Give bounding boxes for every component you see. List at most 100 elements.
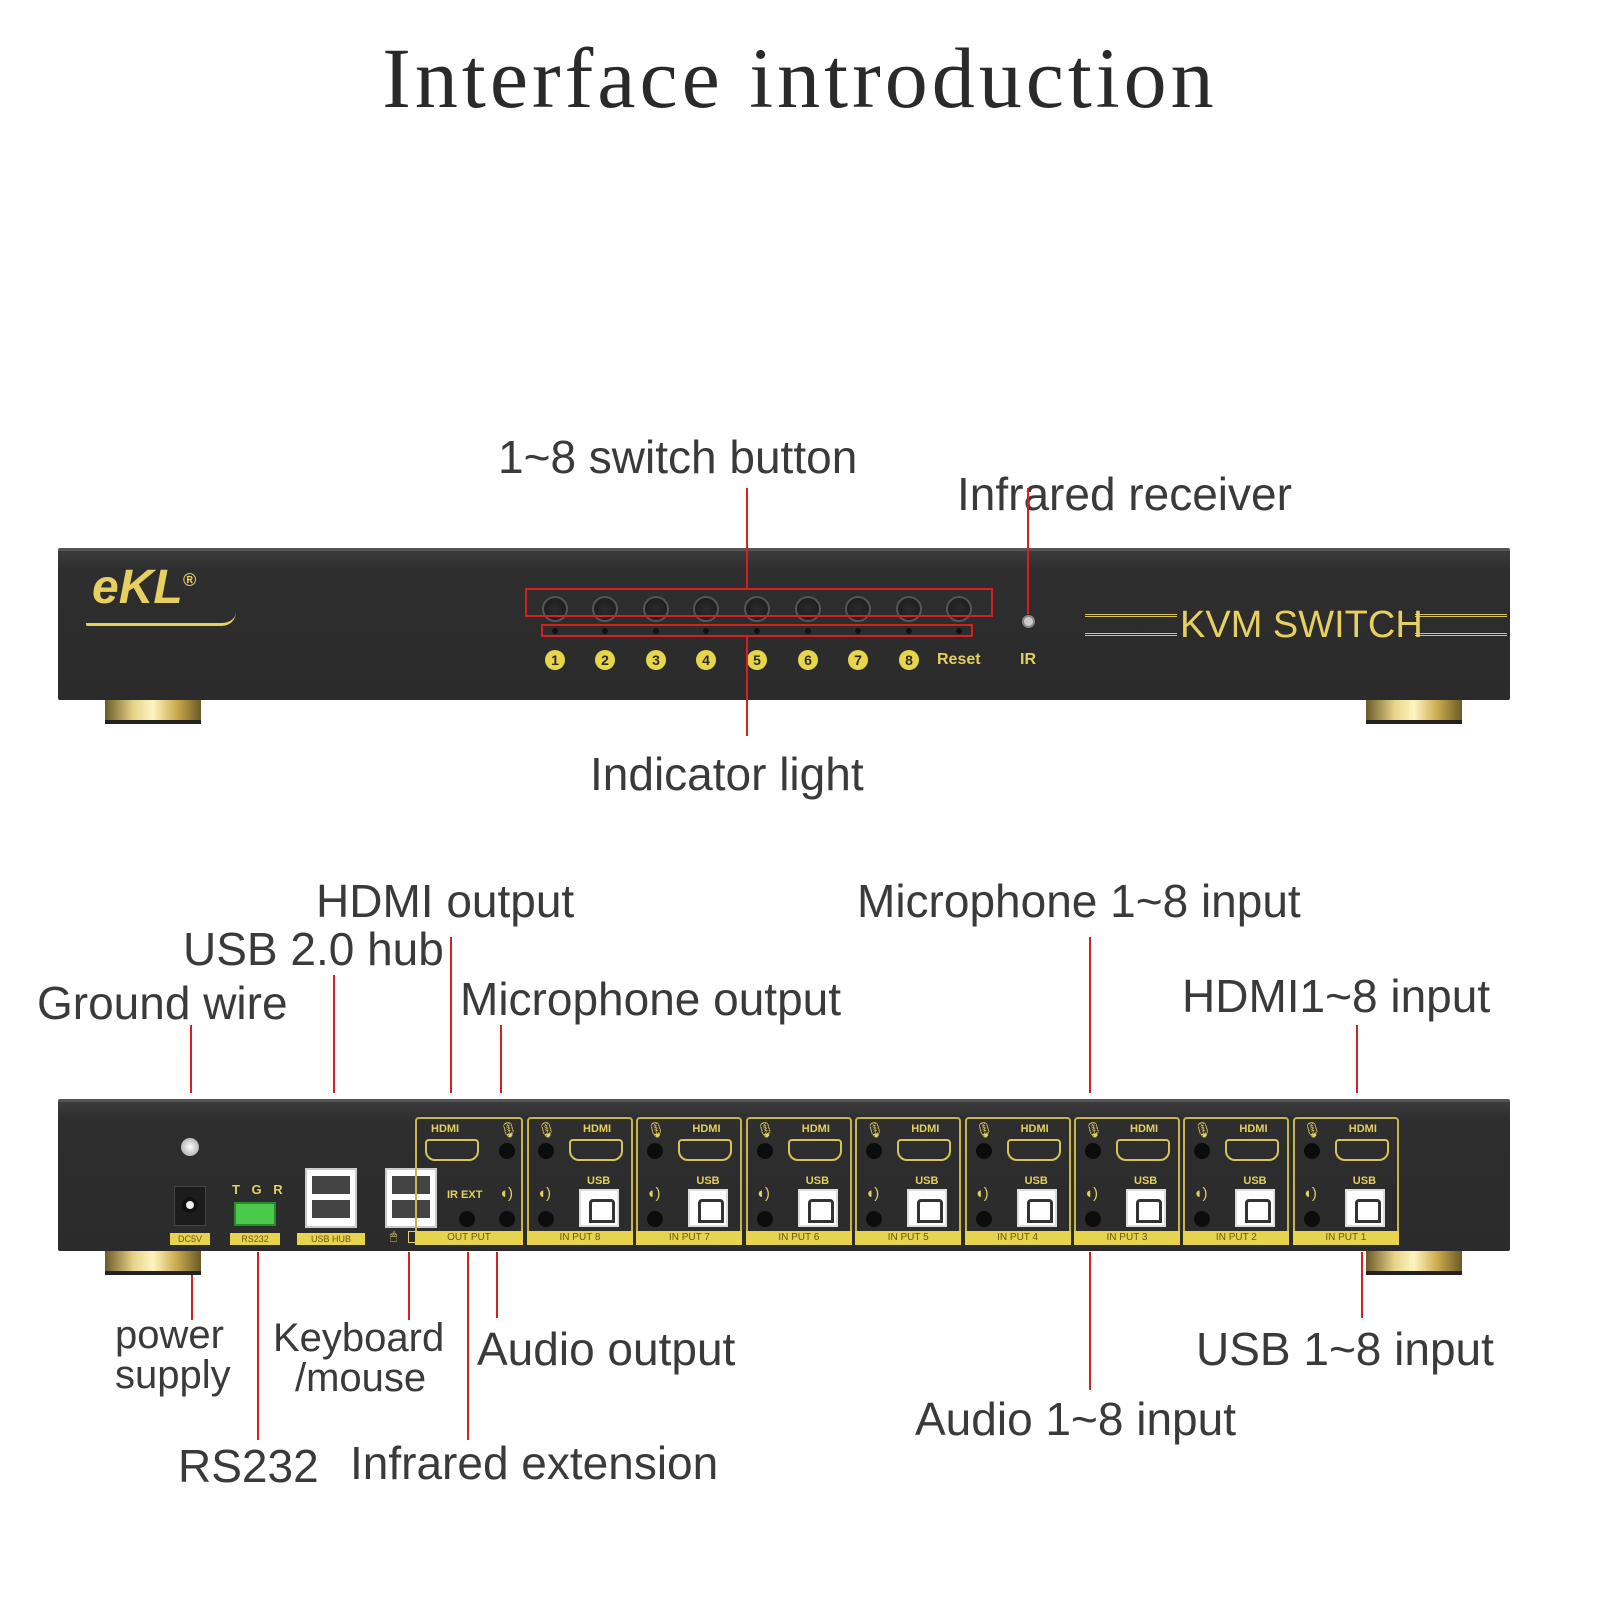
usb-b-input-port[interactable] — [907, 1189, 948, 1227]
button-number-6: 6 — [798, 650, 818, 670]
dc-tag: DC5V — [170, 1233, 210, 1245]
callout-infrared-receiver: Infrared receiver — [957, 468, 1292, 520]
hdmi-label: HDMI — [1239, 1123, 1268, 1135]
rs232-pins-label: T G R — [232, 1182, 287, 1197]
hdmi-input-port[interactable] — [787, 1139, 842, 1161]
callout-keyboard-1: Keyboard — [273, 1316, 445, 1360]
callout-switch-button: 1~8 switch button — [498, 431, 858, 483]
switch-button-2[interactable] — [592, 596, 618, 622]
button-number-3: 3 — [646, 650, 666, 670]
brand-line-left — [1085, 614, 1177, 636]
audio-input-jack[interactable] — [1303, 1211, 1320, 1227]
mic-input-jack[interactable] — [1085, 1143, 1101, 1159]
leader-audio-input — [1089, 1252, 1091, 1390]
microphone-icon: 🎙 — [1193, 1122, 1213, 1139]
callout-rs232: RS232 — [178, 1440, 319, 1492]
usb-b-input-port[interactable] — [1016, 1189, 1057, 1227]
switch-button-4[interactable] — [693, 596, 719, 622]
mic-input-jack[interactable] — [866, 1143, 883, 1159]
hdmi-input-port[interactable] — [569, 1139, 623, 1161]
switch-button-5[interactable] — [744, 596, 770, 622]
speaker-icon: ◖) — [646, 1185, 661, 1202]
hdmi-label: HDMI — [1348, 1123, 1377, 1135]
audio-input-jack[interactable] — [1194, 1211, 1211, 1227]
speaker-icon: ◖) — [1302, 1185, 1317, 1202]
keyboard-mouse-port — [385, 1168, 437, 1228]
switch-button-1[interactable] — [542, 596, 568, 622]
indicator-led-3 — [653, 628, 659, 634]
callout-mic-input: Microphone 1~8 input — [857, 875, 1301, 927]
ir-ext-label: IR EXT — [447, 1189, 483, 1201]
reset-button[interactable] — [946, 596, 972, 622]
reset-label: Reset — [937, 651, 981, 668]
leader-infrared-ext — [467, 1252, 469, 1440]
switch-button-6[interactable] — [795, 596, 821, 622]
hdmi-label: HDMI — [431, 1123, 460, 1135]
audio-input-jack[interactable] — [538, 1211, 554, 1227]
hdmi-label: HDMI — [692, 1123, 721, 1135]
button-number-4: 4 — [696, 650, 716, 670]
callout-power-2: supply — [115, 1353, 231, 1397]
usb-b-input-port[interactable] — [1344, 1189, 1385, 1227]
audio-input-jack[interactable] — [866, 1211, 883, 1227]
audio-output-jack — [499, 1211, 515, 1227]
input-tag: IN PUT 4 — [964, 1231, 1071, 1245]
usb-b-input-port[interactable] — [579, 1189, 619, 1227]
hdmi-input-port[interactable] — [678, 1139, 733, 1161]
leader-usb-input — [1361, 1252, 1363, 1318]
audio-input-jack[interactable] — [647, 1211, 664, 1227]
usb-b-input-port[interactable] — [1126, 1189, 1166, 1227]
input-tag: IN PUT 7 — [636, 1231, 743, 1245]
input-module: 🎙 HDMI USB ◖) IN PUT 3 — [1074, 1117, 1180, 1245]
indicator-led-8 — [906, 628, 912, 634]
rs232-tag: RS232 — [230, 1233, 280, 1245]
indicator-led-7 — [855, 628, 861, 634]
mic-input-jack[interactable] — [538, 1143, 554, 1159]
indicator-led-4 — [703, 628, 709, 634]
usb-label: USB — [1134, 1175, 1158, 1187]
brand-logo: eKL® — [92, 561, 196, 614]
callout-power-1: power — [115, 1313, 224, 1357]
audio-input-jack[interactable] — [1085, 1211, 1101, 1227]
mic-output-jack — [499, 1143, 515, 1159]
mic-input-jack[interactable] — [1303, 1143, 1320, 1159]
audio-input-jack[interactable] — [975, 1211, 992, 1227]
switch-button-7[interactable] — [845, 596, 871, 622]
speaker-icon: ◖) — [865, 1185, 880, 1202]
leader-ground — [190, 1025, 192, 1093]
switch-button-8[interactable] — [896, 596, 922, 622]
hdmi-input-port[interactable] — [1225, 1139, 1280, 1161]
ir-receiver-icon — [1022, 615, 1035, 628]
hdmi-input-port[interactable] — [897, 1139, 952, 1161]
usb-label: USB — [805, 1175, 830, 1187]
rear-foot-right — [1366, 1251, 1462, 1275]
hdmi-label: HDMI — [1020, 1123, 1049, 1135]
mic-input-jack[interactable] — [647, 1143, 664, 1159]
mic-input-jack[interactable] — [1194, 1143, 1211, 1159]
leader-hdmi-output — [450, 937, 452, 1093]
audio-input-jack[interactable] — [756, 1211, 773, 1227]
usb-b-input-port[interactable] — [797, 1189, 838, 1227]
input-module: 🎙 HDMI USB ◖) IN PUT 2 — [1183, 1117, 1290, 1245]
indicator-led-6 — [805, 628, 811, 634]
hdmi-input-port[interactable] — [1334, 1139, 1389, 1161]
ground-screw-icon — [181, 1138, 199, 1156]
usb-b-input-port[interactable] — [688, 1189, 729, 1227]
mic-input-jack[interactable] — [756, 1143, 773, 1159]
button-number-1: 1 — [545, 650, 565, 670]
output-tag: OUT PUT — [415, 1231, 523, 1245]
hdmi-input-port[interactable] — [1006, 1139, 1061, 1161]
mic-input-jack[interactable] — [975, 1143, 992, 1159]
callout-hdmi-output: HDMI output — [316, 875, 575, 927]
usb-label: USB — [587, 1175, 611, 1187]
hdmi-input-port[interactable] — [1116, 1139, 1170, 1161]
usb-b-input-port[interactable] — [1235, 1189, 1276, 1227]
indicator-highlight — [541, 624, 973, 637]
usb-label: USB — [696, 1175, 720, 1187]
callout-mic-output: Microphone output — [460, 973, 842, 1025]
speaker-icon: ◖) — [499, 1185, 514, 1202]
switch-button-3[interactable] — [643, 596, 669, 622]
input-module: 🎙 HDMI USB ◖) IN PUT 4 — [964, 1117, 1071, 1245]
brand-line-right — [1415, 614, 1507, 636]
microphone-icon: 🎙 — [646, 1122, 666, 1139]
